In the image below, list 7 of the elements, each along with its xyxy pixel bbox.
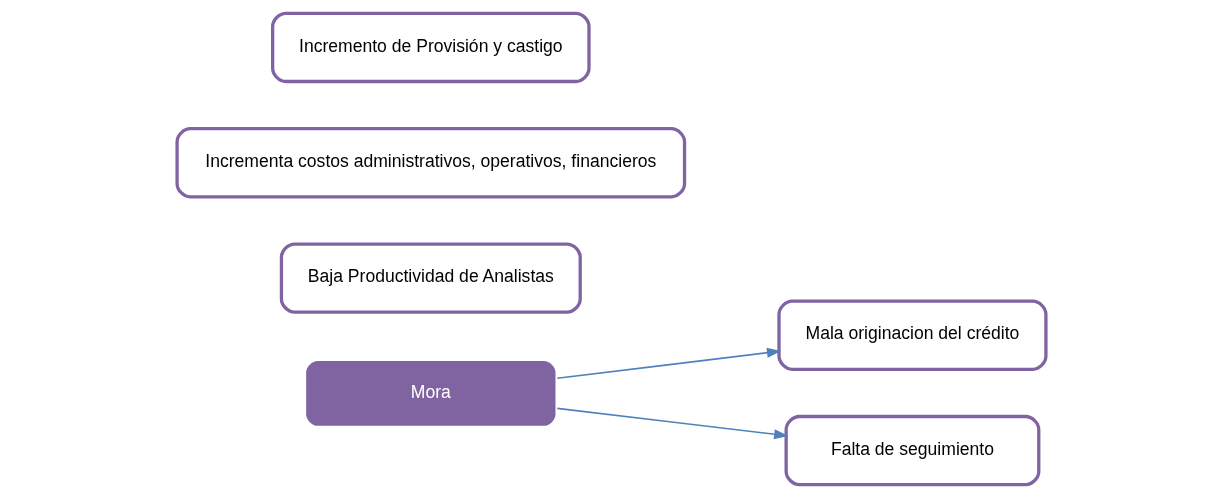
node-box: Falta de seguimiento bbox=[784, 414, 1041, 486]
arrow bbox=[556, 407, 789, 439]
node-box: Mala originacion del crédito bbox=[777, 299, 1048, 371]
node-box: Incrementa costos administrativos, operativos, financieros bbox=[175, 126, 687, 198]
node-box: Baja Productividad de Analistas bbox=[279, 241, 582, 314]
arrow bbox=[556, 347, 782, 379]
node-box: Incremento de Provisión y castigo bbox=[271, 11, 591, 83]
